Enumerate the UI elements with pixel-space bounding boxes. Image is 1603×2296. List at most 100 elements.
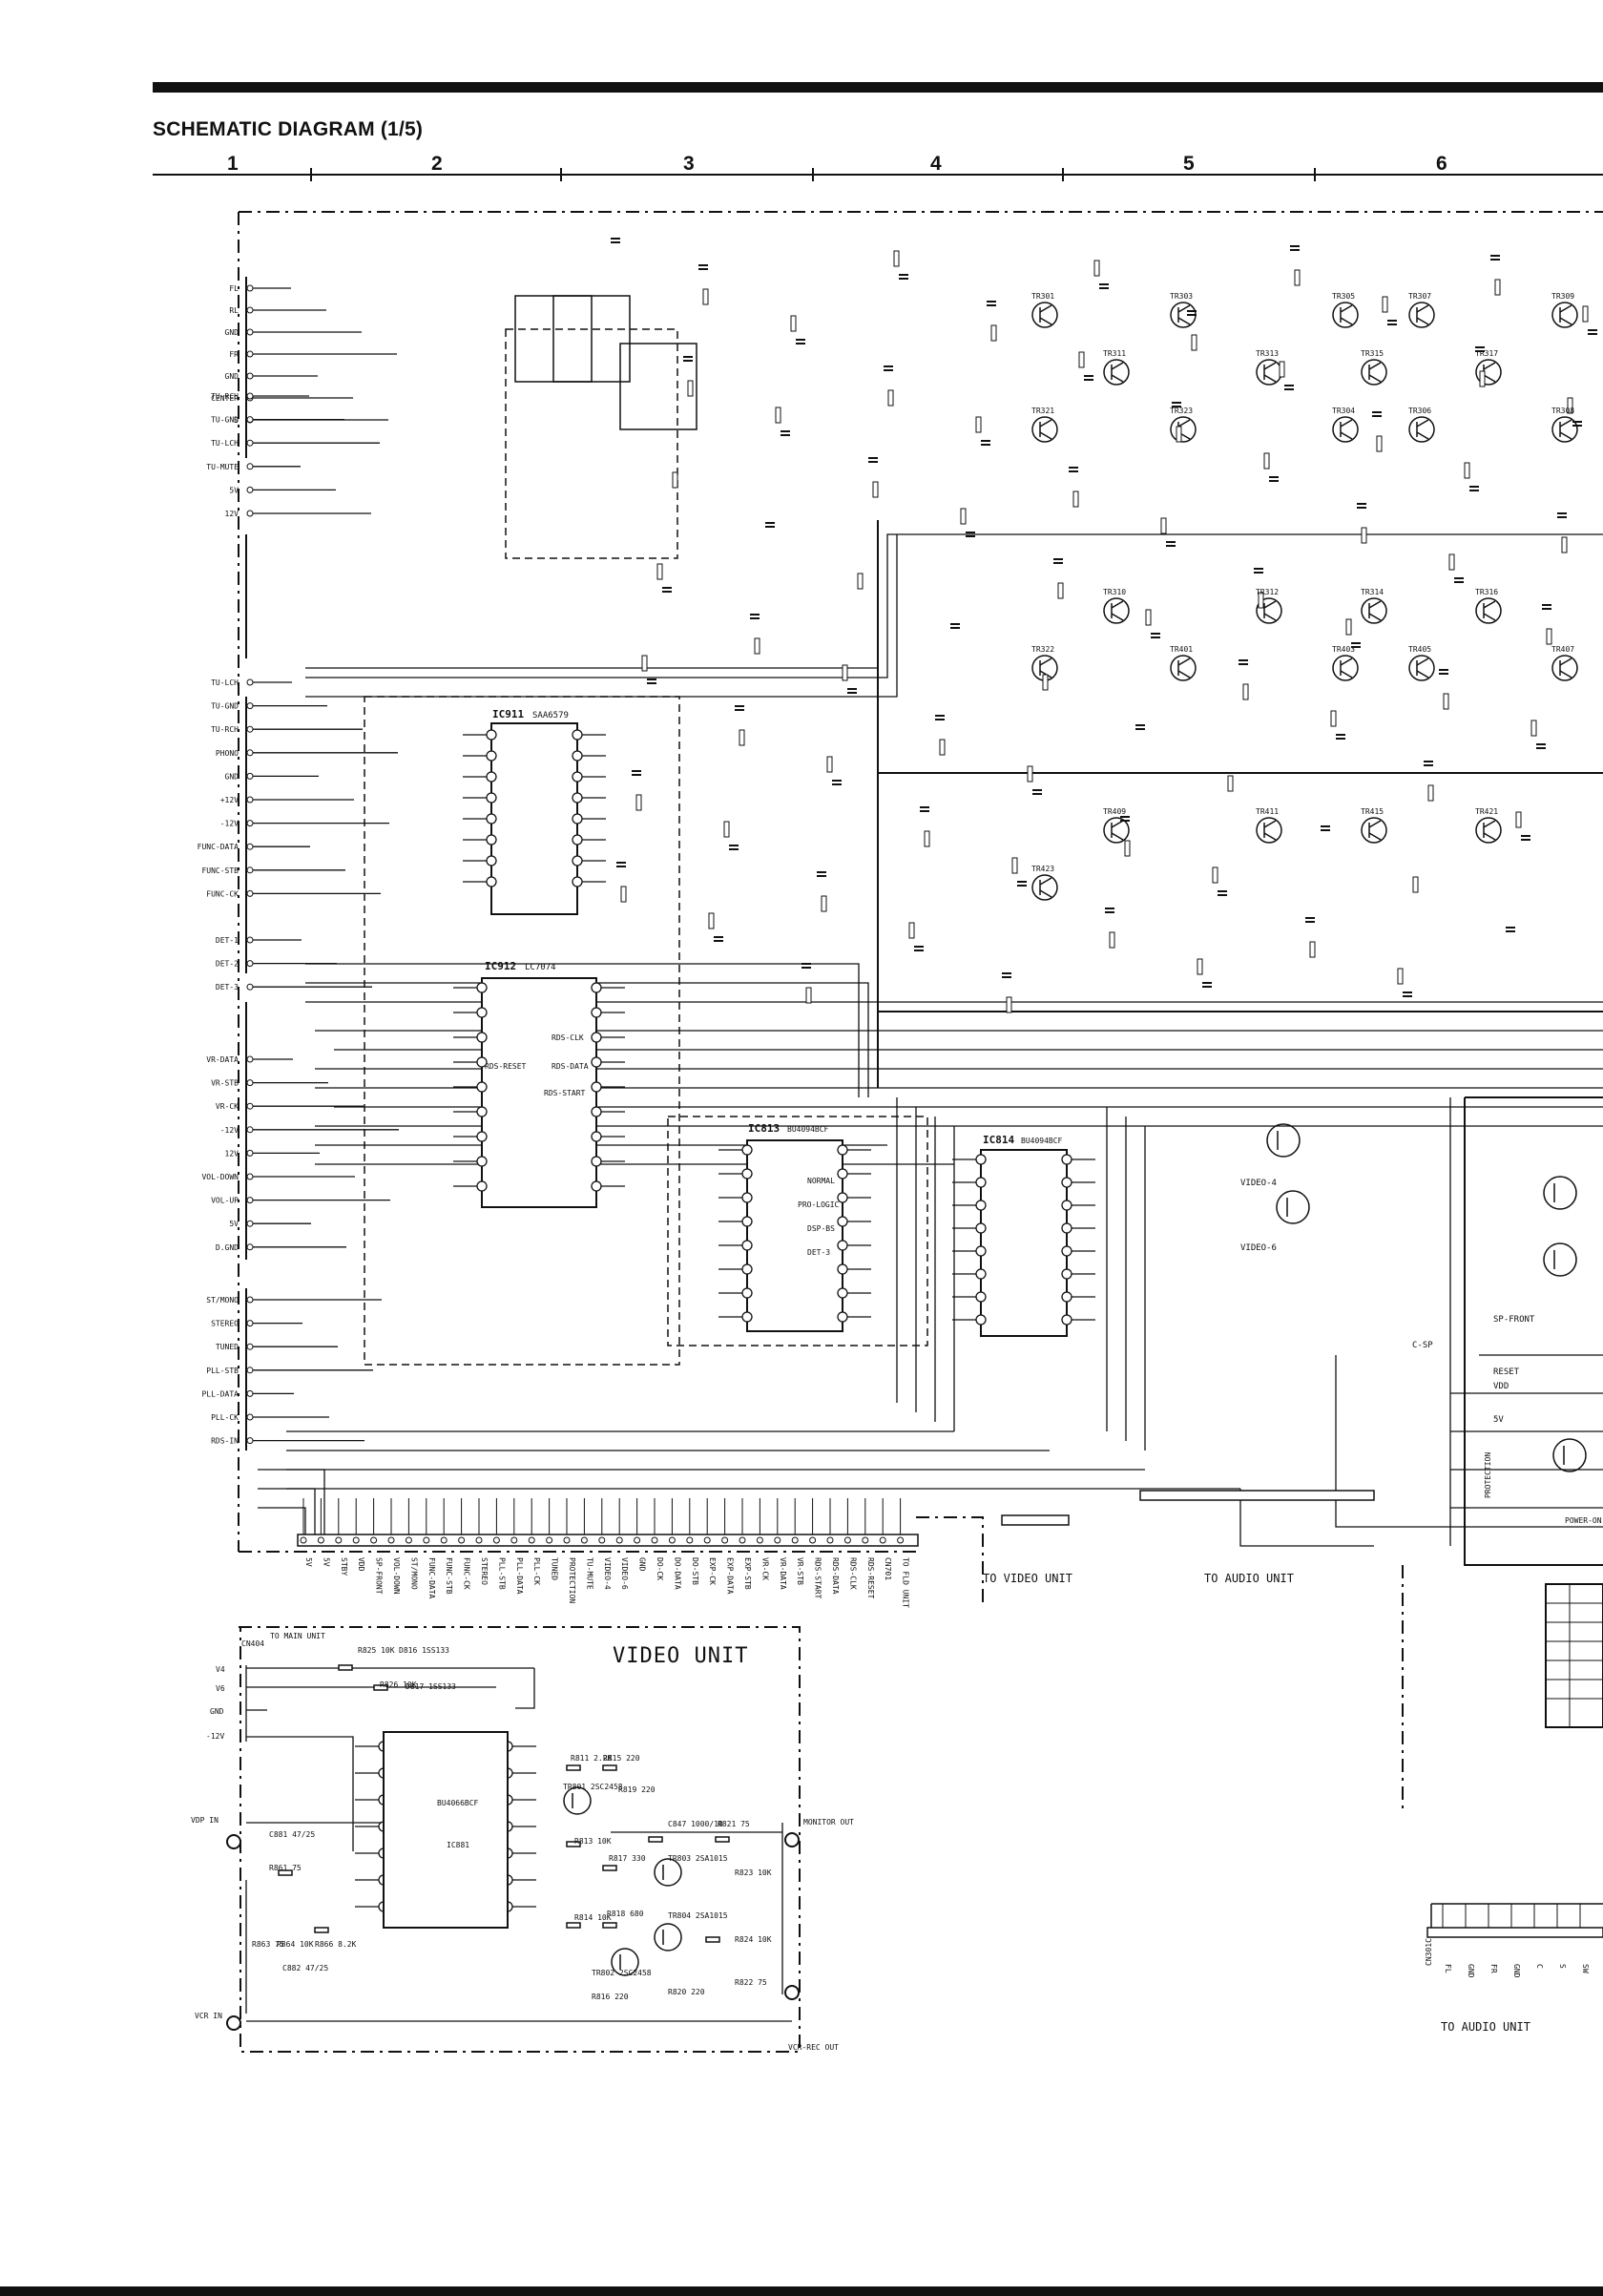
left-connector-labels: FLRLGNDFRGNDCENTERSTU-RCHTU-GNDTU-LCHTU-…	[198, 284, 239, 1446]
video-transistor	[563, 1786, 592, 1815]
connector-pin	[246, 306, 254, 314]
transistor	[1552, 1438, 1587, 1472]
transistor-label: TR311	[1103, 349, 1126, 358]
transistor-collector	[1483, 600, 1496, 609]
ic-pin	[572, 771, 583, 783]
resistor	[1145, 609, 1152, 626]
right-connector-pin-label: GND	[1512, 1964, 1521, 1978]
left-connector-label: TU-RCH	[211, 725, 239, 734]
bottom-connector-pin	[546, 1536, 553, 1544]
transistor-emitter	[1039, 431, 1052, 440]
resistor	[1263, 452, 1270, 470]
ic-pin	[591, 1131, 602, 1142]
op-amp-block	[552, 295, 631, 383]
left-connector-label: TU-MUTE	[206, 463, 239, 471]
bottom-connector-label: SP-FRONT	[375, 1557, 384, 1595]
ic-pin	[476, 1007, 488, 1018]
bus-label-sp-front: SP-FRONT	[1493, 1315, 1535, 1325]
ic-pin	[572, 855, 583, 866]
ic-pin	[1061, 1314, 1072, 1325]
connector-pin	[246, 1149, 254, 1157]
video-component-label: R823 10K	[735, 1868, 772, 1877]
ic-pin	[486, 876, 497, 887]
left-connector-label: 5V	[229, 486, 239, 494]
video-unit-board: VIDEO UNIT CN404 TO MAIN UNIT V4 V6 GND …	[191, 1626, 854, 2053]
transistor	[1361, 597, 1387, 624]
grid-column-1: 1	[227, 153, 239, 175]
bottom-connector-pin	[492, 1536, 500, 1544]
ic-pin	[591, 1180, 602, 1192]
ic-pin-markers	[355, 729, 1095, 1912]
resistor	[790, 315, 797, 332]
video-component-label: R818 680	[607, 1910, 644, 1918]
transistor-emitter	[1559, 317, 1572, 325]
resistor	[702, 288, 709, 305]
transistor-collector	[1559, 304, 1572, 313]
bottom-connector-pin	[510, 1536, 518, 1544]
bottom-connector-pin	[528, 1536, 535, 1544]
resistor	[1443, 693, 1449, 710]
transistor-emitter	[1483, 613, 1496, 621]
transistor	[1332, 302, 1359, 328]
resistor	[1494, 279, 1501, 296]
transistor-emitter	[1111, 613, 1124, 621]
bottom-connector-pin	[686, 1536, 694, 1544]
video-cn-label: CN404	[241, 1639, 264, 1648]
connector-pin	[246, 328, 254, 336]
resistor	[857, 573, 864, 590]
bottom-connector-label: RDS-RESET	[866, 1557, 875, 1599]
bottom-connector-label: PROTECTION	[568, 1557, 576, 1603]
bottom-connector-pin	[634, 1536, 641, 1544]
transistor	[1475, 359, 1502, 386]
ic-pin	[476, 1106, 488, 1117]
bottom-connector-pin	[370, 1536, 378, 1544]
video-resistor	[373, 1684, 388, 1691]
ic911-part: SAA6579	[532, 711, 569, 720]
bottom-connector-label: VIDEO-6	[620, 1557, 629, 1590]
transistor	[1276, 1190, 1310, 1224]
bottom-connector-pin	[739, 1536, 746, 1544]
ic-pin	[1061, 1291, 1072, 1303]
video-component-label: R819 220	[618, 1785, 656, 1794]
left-connector-label: VR-DATA	[206, 1055, 239, 1064]
ic813-pin-det-3: DET-3	[807, 1248, 830, 1257]
ic-pin	[837, 1287, 848, 1299]
bottom-connector-label: VR-DATA	[779, 1557, 787, 1590]
video-resistor	[602, 1764, 617, 1771]
main-unit-border	[238, 211, 1603, 1813]
bottom-connector-label: VDD	[357, 1557, 365, 1572]
ic-pin	[837, 1168, 848, 1179]
grid-column-2: 2	[431, 153, 443, 175]
ic813-part: BU4094BCF	[787, 1125, 829, 1134]
ic-pin	[591, 1056, 602, 1068]
video-resistor	[566, 1764, 581, 1771]
ic-pin	[591, 1156, 602, 1167]
transistor	[1103, 359, 1130, 386]
video-component-label: R826 10K	[380, 1680, 417, 1689]
bottom-connector-label: ST/MONO	[409, 1557, 418, 1590]
footer-rule	[0, 2286, 1603, 2296]
left-connector-label: 5V	[229, 1220, 239, 1228]
transistor-label: TR303	[1170, 292, 1193, 301]
resistor	[893, 250, 900, 267]
transistor-collector	[1111, 600, 1124, 609]
bottom-connector-pin	[440, 1536, 448, 1544]
bottom-connector-label: CN701	[884, 1557, 892, 1580]
left-connector-label: ST/MONO	[206, 1296, 239, 1305]
bottom-connector-pin	[809, 1536, 817, 1544]
ic814-ref: IC814	[983, 1134, 1014, 1146]
resistor	[1397, 968, 1404, 985]
bottom-connector-pin	[563, 1536, 571, 1544]
resistor	[887, 389, 894, 407]
connector-pin	[246, 1079, 254, 1087]
resistor	[826, 756, 833, 773]
ic-pin	[476, 1180, 488, 1192]
video-ic-ref: IC881	[447, 1841, 469, 1849]
left-connector-label: -12V	[220, 820, 239, 828]
connector-pin	[246, 866, 254, 874]
ic912-pin-rds-reset: RDS-RESET	[485, 1062, 527, 1071]
ic-pin	[572, 876, 583, 887]
left-connector-label: DET-2	[216, 960, 239, 969]
bottom-connector-pin	[774, 1536, 781, 1544]
video-resistor	[314, 1927, 329, 1933]
